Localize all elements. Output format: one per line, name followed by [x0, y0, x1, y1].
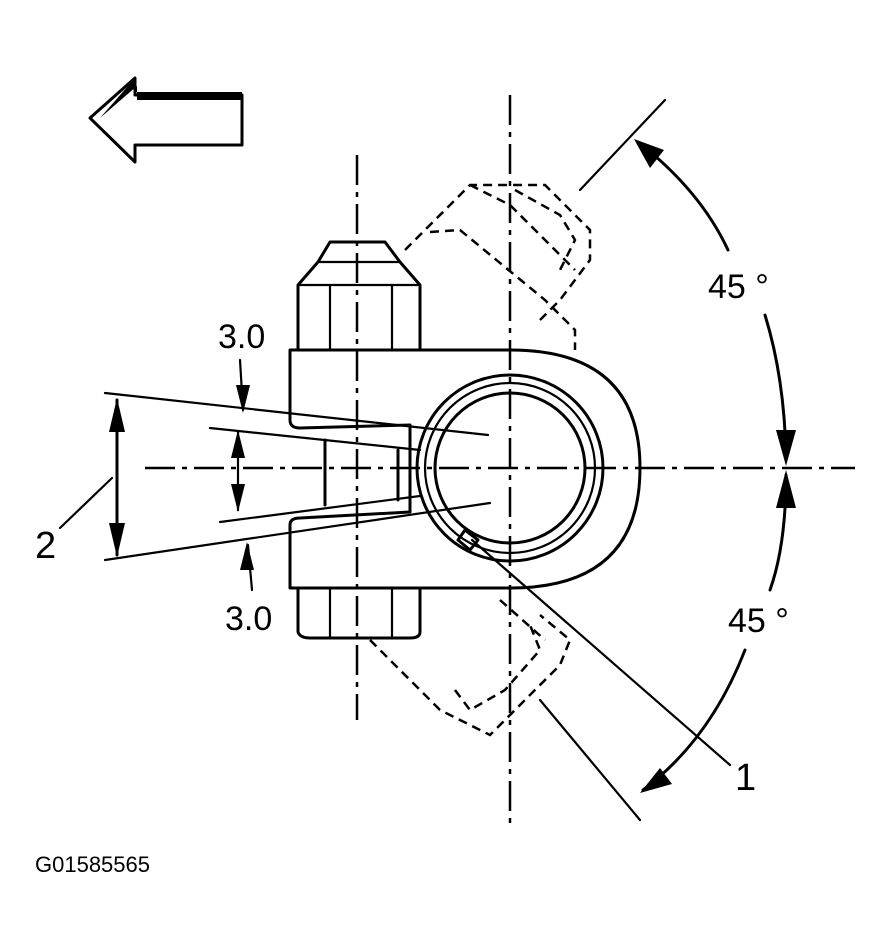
clamp-position-upper	[404, 183, 592, 350]
left-arrow-icon	[88, 76, 244, 164]
dimension-2-arrow	[58, 398, 125, 557]
angle-extension-upper	[578, 98, 667, 192]
tapered-feature	[103, 391, 492, 562]
clamp-position-lower	[369, 599, 572, 737]
angle-arc-lower	[640, 470, 796, 793]
callout-1-label: 1	[735, 757, 756, 799]
callout-2-label: 2	[35, 525, 56, 567]
angle-bottom-label: 45 °	[728, 602, 789, 640]
angle-top-label: 45 °	[708, 268, 769, 306]
gap-top-label: 3.0	[218, 318, 265, 356]
gap-dimension-arrows	[231, 358, 254, 592]
callout-1-leader	[470, 538, 732, 767]
gap-bottom-label: 3.0	[225, 600, 272, 638]
angle-arc-upper	[634, 139, 796, 466]
angle-extension-lower	[538, 698, 642, 822]
clamp-body	[288, 240, 642, 640]
figure-code: G01585565	[35, 852, 150, 877]
